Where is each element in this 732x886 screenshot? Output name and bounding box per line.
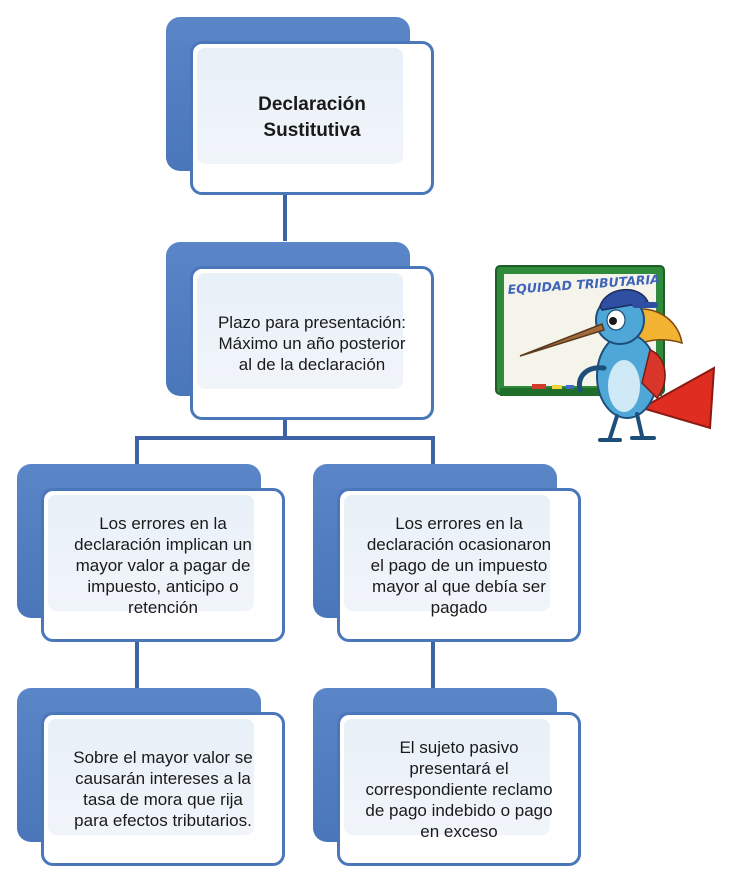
right-consequence-node: El sujeto pasivo presentará el correspon… [313,688,581,866]
left-consequence-label: Sobre el mayor valor se causarán interes… [73,748,253,830]
left-condition-node: Los errores en la declaración implican u… [17,464,285,642]
connector-horizontal-split [135,436,435,440]
connector-split-right [431,436,435,464]
connector-right-down [431,640,435,688]
deadline-node: Plazo para presentación: Máximo un año p… [166,242,434,420]
left-condition-label: Los errores en la declaración implican u… [74,513,252,617]
right-consequence-label: El sujeto pasivo presentará el correspon… [365,737,553,841]
root-node: Declaración Sustitutiva [166,17,434,195]
bird-mascot-chalkboard-icon: EQUIDAD TRIBUTARIA [492,258,717,453]
connector-deadline-down [283,418,287,438]
deadline-node-label: Plazo para presentación: Máximo un año p… [217,312,407,374]
connector-split-left [135,436,139,464]
right-condition-node: Los errores en la declaración ocasionaro… [313,464,581,642]
right-condition-label: Los errores en la declaración ocasionaro… [366,513,552,617]
connector-root-to-deadline [283,193,287,241]
root-node-label: Declaración Sustitutiva [258,94,366,141]
left-consequence-node: Sobre el mayor valor se causarán interes… [17,688,285,866]
connector-left-down [135,640,139,688]
